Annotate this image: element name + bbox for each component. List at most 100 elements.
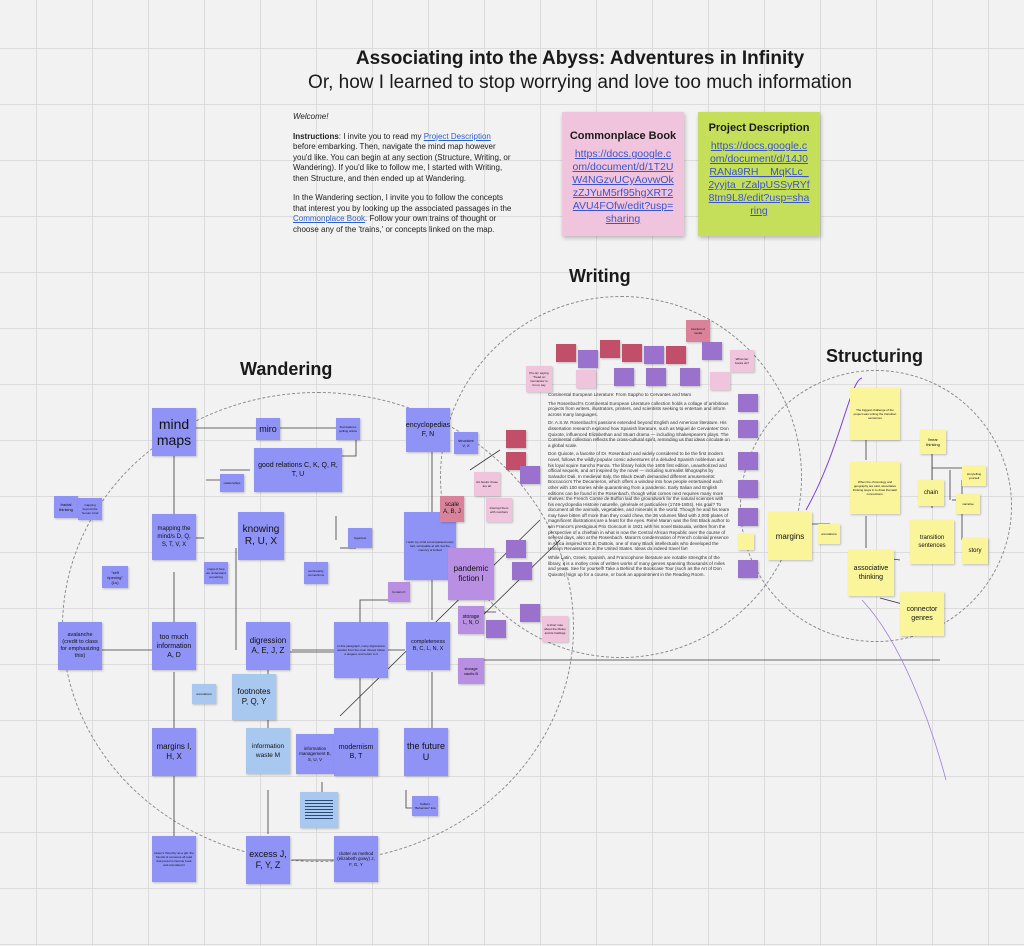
note-clutter[interactable]: clutter as method (elizabeth gowy) J, F,…	[334, 836, 378, 882]
note-self-ripening[interactable]: "self ripening" (Lu)	[102, 566, 128, 588]
note-margins-structuring[interactable]: margins	[768, 512, 812, 560]
note-biggest-challenge[interactable]: The biggest challenge of the project was…	[850, 388, 900, 440]
writing-cluster-note[interactable]	[738, 394, 758, 412]
intro-p2-before: In the Wandering section, I invite you t…	[293, 193, 512, 213]
note-art-books[interactable]: Art books: those are art	[474, 472, 500, 496]
note-long-wish[interactable]: I wish my mind encompassed every fact, r…	[404, 512, 456, 580]
writing-cluster-note[interactable]	[600, 340, 620, 358]
writing-header: Writing	[569, 266, 631, 286]
note-structure-vx[interactable]: structure V, X	[454, 432, 478, 454]
note-scale[interactable]: scale A, B, J	[440, 496, 464, 522]
writing-cluster-note[interactable]	[738, 452, 758, 470]
note-interrupt[interactable]: Interrupt them with numbers	[486, 498, 512, 522]
writing-cluster-note[interactable]	[576, 370, 596, 388]
note-transition-sentences[interactable]: transition sentences	[910, 520, 954, 564]
note-good-relations[interactable]: good relations C, K, Q, R, T, U	[254, 448, 342, 492]
note-borders[interactable]: borders K	[388, 582, 410, 602]
note-relationships[interactable]: relationships	[220, 474, 244, 492]
note-tangent[interactable]: In this paragraph, many digressions wand…	[334, 622, 388, 678]
note-what-books[interactable]: What can books do?	[730, 350, 754, 372]
note-kafka[interactable]: Kafka's "Bohemian" Era	[412, 796, 438, 816]
note-encyclopedias[interactable]: encyclopedias F, N	[406, 408, 450, 452]
commonplace-card-heading: Commonplace Book	[569, 130, 677, 142]
writing-cluster-note[interactable]	[644, 346, 664, 364]
note-mapping-mind[interactable]: mapping the mind/s D, Q, S, T, V, X	[152, 514, 196, 560]
doc-paragraph-3: Don Quixote, a favorite of Dr. Rosenbach…	[548, 451, 730, 552]
note-associative-thinking[interactable]: associative thinking	[848, 550, 894, 596]
note-storage-vaults[interactable]: storage vaults B	[458, 658, 484, 684]
intro-p2-after: . Follow your own trains of thought or c…	[293, 214, 497, 234]
note-footnotes[interactable]: footnotes P, Q, Y	[232, 674, 276, 720]
writing-cluster-note[interactable]	[738, 560, 758, 578]
note-function-media[interactable]: function of media	[686, 320, 710, 342]
project-card-url[interactable]: https://docs.google.com/document/d/14J0R…	[708, 140, 810, 217]
note-hypertext[interactable]: hypertext	[348, 528, 372, 548]
note-knowing[interactable]: knowing R, U, X	[238, 512, 284, 560]
note-chain[interactable]: chain	[918, 480, 944, 506]
note-pro-tip[interactable]: Pro-tip: saying 'Tread on Cervantes' is …	[526, 366, 552, 392]
note-annotations-wandering[interactable]: annotations	[192, 684, 216, 704]
writing-cluster-note[interactable]	[738, 508, 758, 526]
note-annotations-structuring[interactable]: annotations	[818, 524, 840, 544]
writing-cluster-note[interactable]	[666, 346, 686, 364]
note-chronology[interactable]: When the chronology and geography are sa…	[850, 462, 900, 514]
note-storage[interactable]: storage L, N, O	[458, 606, 484, 634]
note-margins-wandering[interactable]: margins I, H, X	[152, 728, 196, 776]
commonplace-card-url[interactable]: https://docs.google.com/document/d/1T2UW…	[572, 148, 674, 225]
note-completeness[interactable]: completeness B, C, L, N, X	[406, 622, 450, 670]
note-excess[interactable]: excess J, F, Y, Z	[246, 836, 290, 884]
commonplace-book-card[interactable]: Commonplace Book https://docs.google.com…	[562, 112, 684, 236]
note-nonlinearity[interactable]: nonlinearity, connections	[304, 562, 328, 584]
note-narrative[interactable]: narrative	[956, 494, 980, 514]
note-short-library[interactable]: A short note about the library and its h…	[542, 616, 568, 642]
note-information-waste[interactable]: information waste M	[246, 728, 290, 774]
writing-cluster-note[interactable]	[738, 420, 758, 438]
writing-cluster-note[interactable]	[506, 430, 526, 448]
structuring-header: Structuring	[826, 346, 923, 366]
writing-cluster-note[interactable]	[520, 604, 540, 622]
note-pandemic-fiction[interactable]: pandemic fiction I	[448, 548, 494, 600]
writing-cluster-note[interactable]	[556, 344, 576, 362]
note-storytelling[interactable]: storytelling yourself	[962, 466, 986, 486]
writing-cluster-note[interactable]	[520, 466, 540, 484]
welcome-text: Welcome!	[293, 112, 329, 121]
writing-cluster-note[interactable]	[738, 480, 758, 498]
writing-cluster-note[interactable]	[646, 368, 666, 386]
writing-cluster-note[interactable]	[702, 342, 722, 360]
note-miro[interactable]: miro	[256, 418, 280, 440]
writing-cluster-note[interactable]	[614, 368, 634, 386]
note-helen[interactable]: Helen's 'Dorothy' as a gift, the friends…	[152, 836, 196, 882]
note-too-much-info[interactable]: too much information A, D	[152, 622, 196, 670]
note-mapping-beyond[interactable]: mapping beyond the human mind	[78, 498, 102, 520]
writing-cluster-note[interactable]	[512, 562, 532, 580]
project-description-card[interactable]: Project Description https://docs.google.…	[698, 112, 820, 236]
note-information-management[interactable]: information management B, S, U, V	[296, 734, 334, 774]
intro-p1-after: before embarking. Then, navigate the min…	[293, 142, 511, 183]
note-linear-thinking[interactable]: linear thinking	[920, 430, 946, 454]
structuring-region	[740, 370, 1012, 642]
commonplace-book-link[interactable]: Commonplace Book	[293, 214, 366, 223]
wandering-header: Wandering	[240, 359, 333, 379]
note-fractal[interactable]: fractal thinking	[54, 496, 78, 518]
note-connector-genres[interactable]: connector genres	[900, 592, 944, 636]
writing-cluster-note[interactable]	[738, 534, 754, 550]
writing-cluster-note[interactable]	[710, 372, 730, 390]
instructions-label: Instructions	[293, 131, 339, 141]
writing-cluster-note[interactable]	[578, 350, 598, 368]
note-modernism[interactable]: modernism B, T	[334, 728, 378, 776]
note-the-future[interactable]: the future U	[404, 728, 448, 776]
project-description-link[interactable]: Project Description	[423, 131, 491, 141]
note-mind-maps[interactable]: mind maps	[152, 408, 196, 456]
note-story[interactable]: story	[962, 538, 988, 564]
note-digression[interactable]: digression A, E, J, Z	[246, 622, 290, 670]
note-miro-side[interactable]: that features spilling article	[336, 418, 360, 440]
writing-cluster-note[interactable]	[506, 540, 526, 558]
note-avalanche[interactable]: avalanche (credit to class for emphasizi…	[58, 622, 102, 670]
writing-cluster-note[interactable]	[622, 344, 642, 362]
writing-cluster-note[interactable]	[680, 368, 700, 386]
writing-cluster-note[interactable]	[486, 620, 506, 638]
note-maps-understanding[interactable]: maps of how we understand something	[204, 562, 228, 584]
doc-heading: Continental European Literature: From Sa…	[548, 392, 692, 397]
writing-cluster-note[interactable]	[506, 452, 526, 470]
note-lined-image[interactable]	[300, 792, 338, 828]
